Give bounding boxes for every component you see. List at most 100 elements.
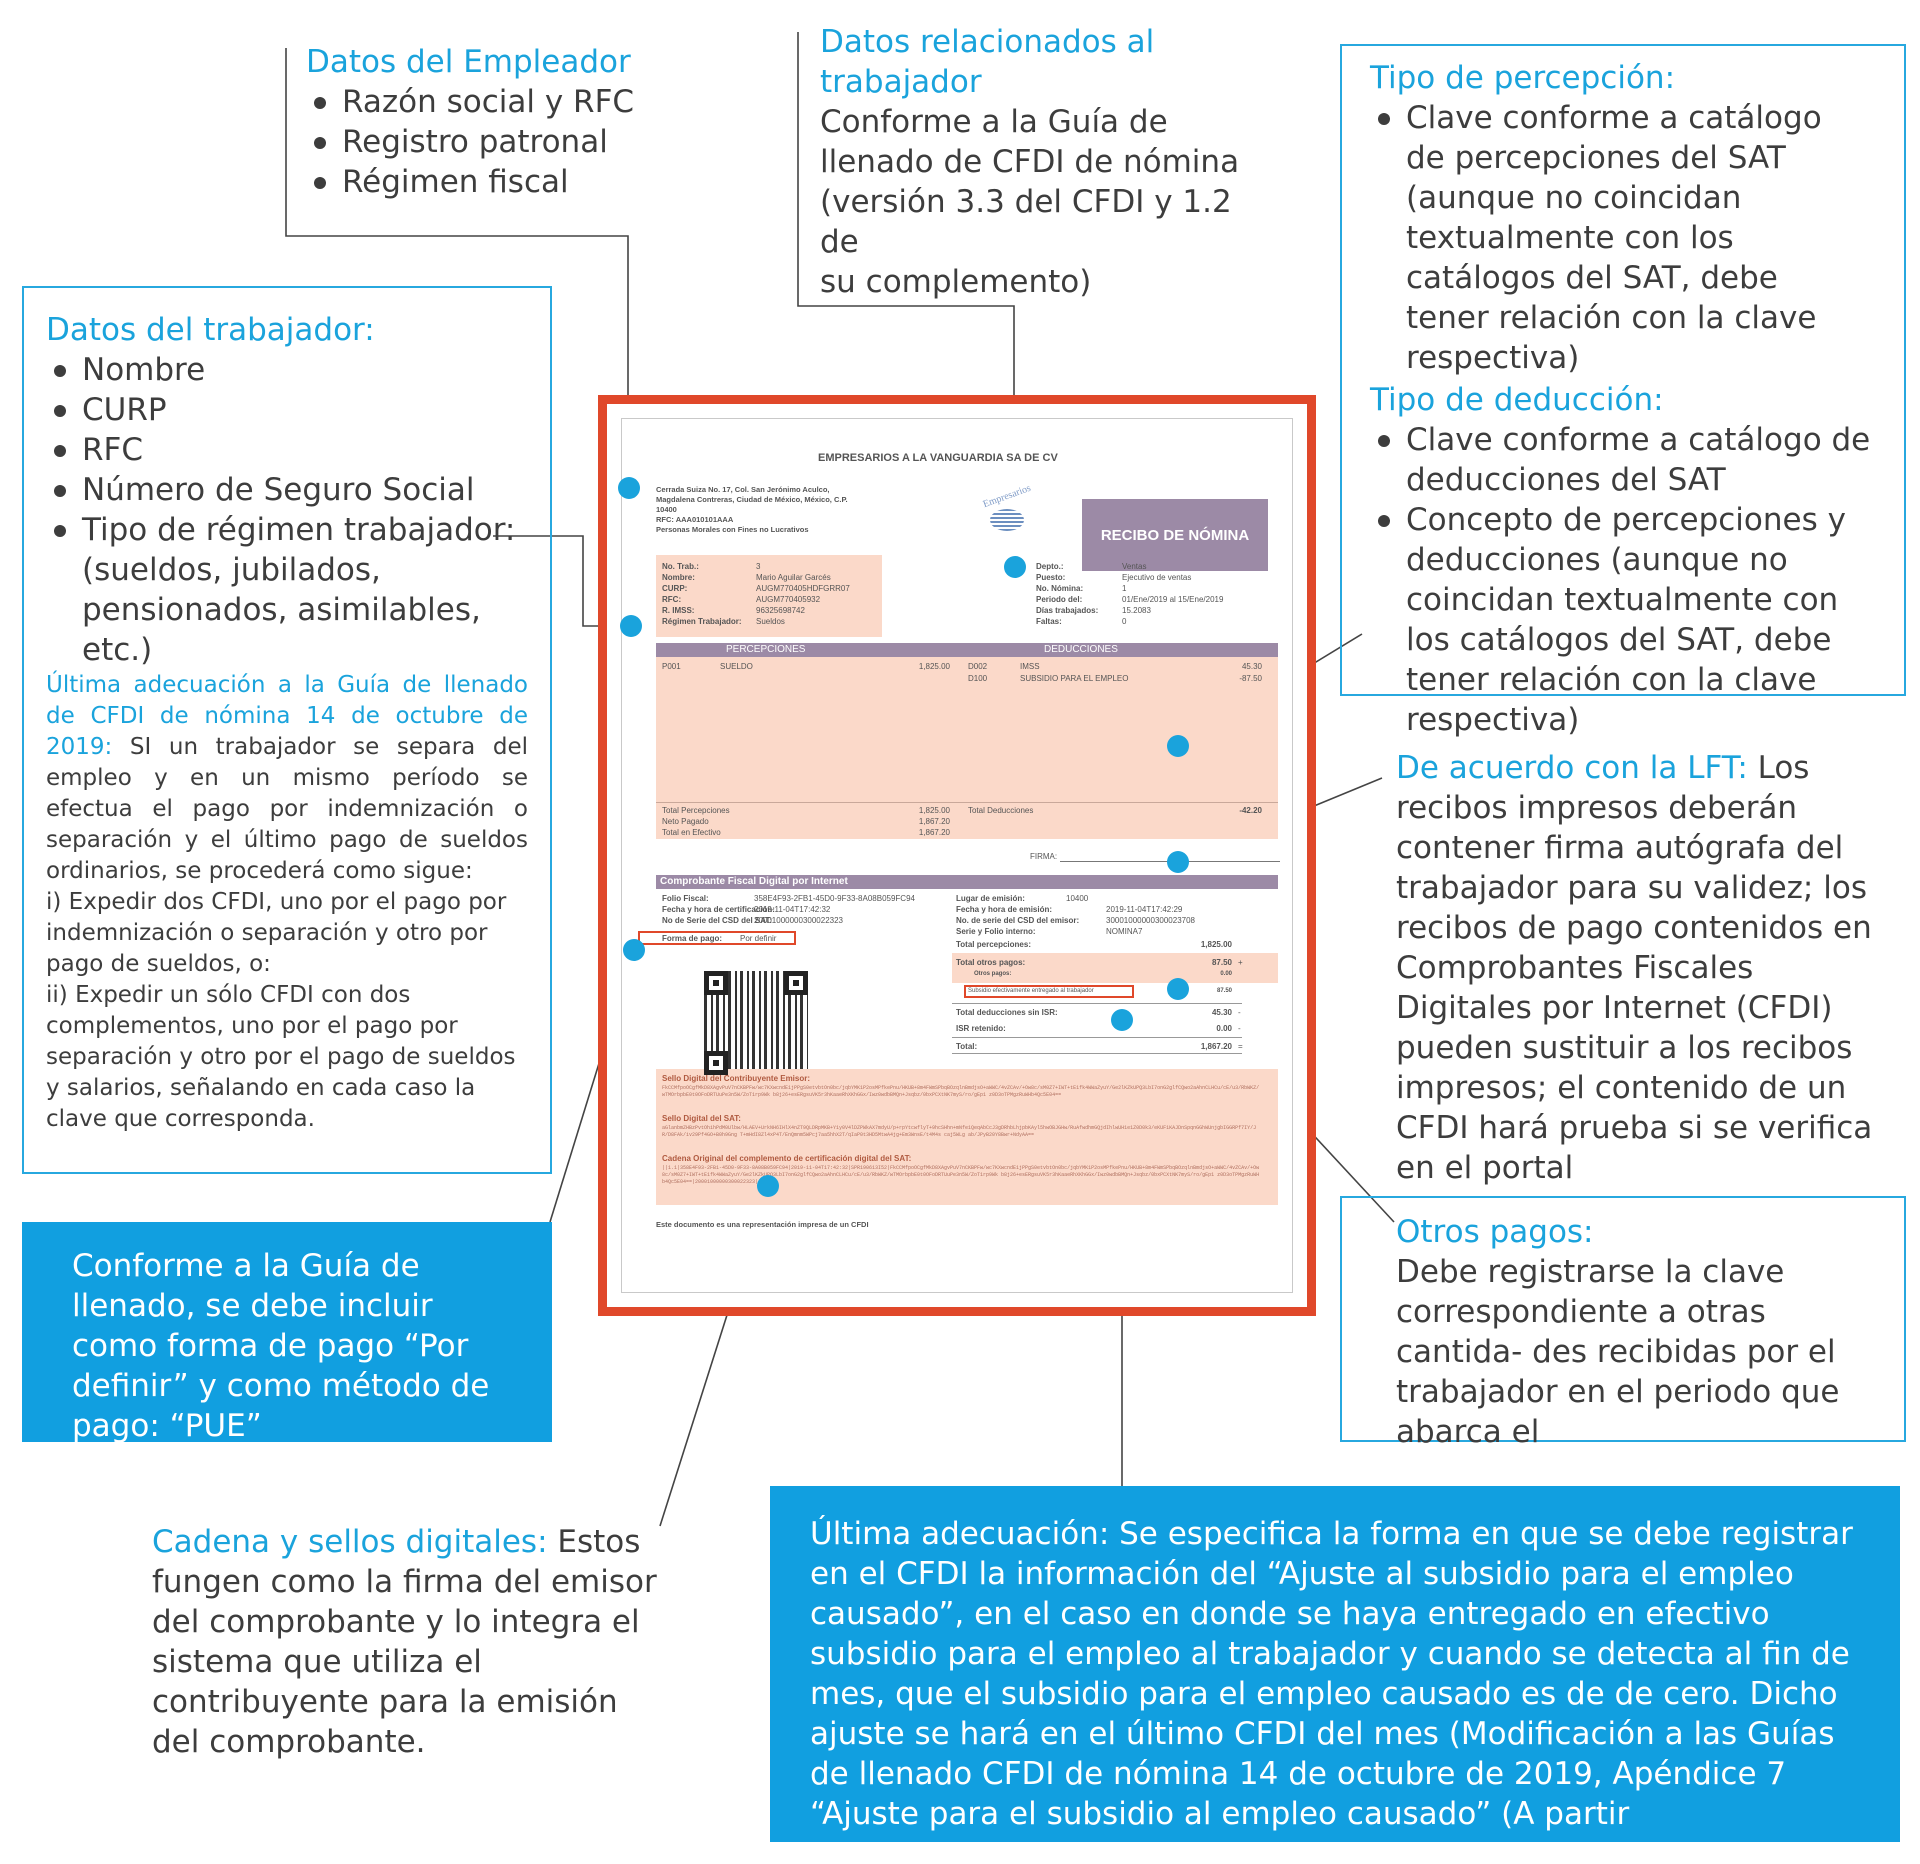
worker-value: 3 <box>756 562 761 571</box>
relacionados-line: llenado de CFDI de nómina <box>820 144 1240 180</box>
ded-row-amount: -87.50 <box>1239 674 1262 683</box>
cfdi-value: 30001000000300023708 <box>1106 916 1195 925</box>
marker-dot-empleador <box>618 477 640 499</box>
trabajador-item: RFC <box>46 430 526 470</box>
totals-value: 1,825.00 <box>918 806 950 815</box>
ded-row-concept: SUBSIDIO PARA EL EMPLEO <box>1020 674 1129 683</box>
logo-globe-icon <box>990 509 1024 531</box>
forma-pago-value: Por definir <box>740 934 777 943</box>
marker-dot-otros-pagos <box>1167 978 1189 1000</box>
sum-label: Otros pagos: <box>974 971 1012 977</box>
sum-label: ISR retenido: <box>956 1024 1006 1033</box>
empleador-item: Registro patronal <box>306 122 636 162</box>
job-value: Ejecutivo de ventas <box>1122 573 1192 582</box>
marker-dot-relacionados <box>1004 556 1026 578</box>
job-label: Puesto: <box>1036 573 1066 582</box>
worker-label: R. IMSS: <box>662 606 695 615</box>
sum-sign: + <box>1238 958 1243 967</box>
recibo-title-text: RECIBO DE NÓMINA <box>1100 527 1250 544</box>
cfdi-value: 2019-11-04T17:42:32 <box>754 905 831 914</box>
job-value: 1 <box>1122 584 1127 593</box>
job-values: Ventas Ejecutivo de ventas 1 01/Ene/2019… <box>1122 561 1223 627</box>
trabajador-item: Número de Seguro Social <box>46 470 526 510</box>
marker-dot-firma <box>1167 851 1189 873</box>
recibo-title: RECIBO DE NÓMINA <box>1082 499 1268 571</box>
trabajador-box <box>22 286 552 1174</box>
deduccion-list: Clave conforme a catálogo de deducciones… <box>1370 420 1890 740</box>
cfdi-left-labels: Folio Fiscal: Fecha y hora de certificac… <box>662 893 775 926</box>
otros-pagos-block: Otros pagos: Debe registrarse la clave c… <box>1396 1212 1876 1452</box>
ultima-adecuacion-text: Última adecuación: Se especifica la form… <box>810 1516 1853 1832</box>
job-label: No. Nómina: <box>1036 584 1084 593</box>
sum-divider <box>952 1037 1242 1038</box>
total-deducciones-label: Total Deducciones <box>968 806 1034 815</box>
worker-label: Nombre: <box>662 573 695 582</box>
trabajador-title: Datos del trabajador: <box>46 312 375 348</box>
sello-sat-label: Sello Digital del SAT: <box>662 1114 741 1123</box>
deducciones-header: DEDUCCIONES <box>1044 644 1118 655</box>
logo-text: Empresarios <box>981 482 1033 511</box>
cfdi-label: No de Serie del CSD del SAT: <box>662 916 773 925</box>
percepcion-list: Clave conforme a catálogo de percepcione… <box>1370 98 1870 378</box>
cfdi-label: Serie y Folio interno: <box>956 927 1036 936</box>
cfdi-value: 20001000000300022323 <box>754 916 843 925</box>
empleador-block: Datos del Empleador Razón social y RFC R… <box>306 42 636 202</box>
qr-finder <box>784 971 808 995</box>
lft-block: De acuerdo con la LFT: Los recibos impre… <box>1396 748 1876 1188</box>
relacionados-title-1: Datos relacionados al <box>820 24 1155 60</box>
totals-divider <box>656 802 1278 803</box>
sello-emisor-label: Sello Digital del Contribuyente Emisor: <box>662 1074 811 1083</box>
perc-row-concept: SUELDO <box>720 662 753 671</box>
perc-row-code: P001 <box>662 662 681 671</box>
marker-dot-regimen <box>620 615 642 637</box>
cadena-original-text: ||1.1|358E4F93-2FB1-45D0-9F33-8A08B059FC… <box>662 1165 1260 1185</box>
address-line: Magdalena Contreras, Ciudad de México, M… <box>656 495 848 504</box>
sum-value: 0.00 <box>1220 971 1232 977</box>
ded-row-amount: 45.30 <box>1241 662 1262 671</box>
cfdi-header: Comprobante Fiscal Digital por Internet <box>656 875 1278 889</box>
deduccion-item: Clave conforme a catálogo de deducciones… <box>1370 420 1890 500</box>
job-value: 0 <box>1122 617 1127 626</box>
deduccion-item: Concepto de percepciones y deducciones (… <box>1370 500 1890 740</box>
address-line: Personas Morales con Fines no Lucrativos <box>656 525 809 534</box>
ded-row-code: D100 <box>968 674 988 683</box>
forma-pago-note: Conforme a la Guía de llenado, se debe i… <box>72 1248 490 1444</box>
receipt-paper: EMPRESARIOS A LA VANGUARDIA SA DE CV Cer… <box>621 418 1293 1293</box>
ultima-guia-body: SI un trabajador se separa del empleo y … <box>46 734 528 884</box>
job-label: Periodo del: <box>1036 595 1083 604</box>
receipt-footer: Este documento es una representación imp… <box>656 1220 869 1229</box>
deduccion-block: Tipo de deducción: Clave conforme a catá… <box>1370 380 1890 740</box>
ultima-guia-option-i: i) Expedir dos CFDI, uno por el pago por… <box>46 889 507 977</box>
sum-value: 87.50 <box>1216 988 1232 994</box>
cfdi-right-labels: Lugar de emisión: Fecha y hora de emisió… <box>956 893 1079 937</box>
marker-dot-deduccion <box>1167 735 1189 757</box>
receipt-address: Cerrada Suiza No. 17, Col. San Jerónimo … <box>656 485 848 535</box>
cadena-body: Estos fungen como la firma del emisor de… <box>152 1524 657 1760</box>
job-value: Ventas <box>1122 562 1147 571</box>
totals-label: Total Percepciones <box>662 806 730 815</box>
relacionados-line: Conforme a la Guía de <box>820 104 1168 140</box>
worker-label: CURP: <box>662 584 688 593</box>
receipt-company: EMPRESARIOS A LA VANGUARDIA SA DE CV <box>818 452 1058 464</box>
ded-row-concept: IMSS <box>1020 662 1040 671</box>
percepciones-header: PERCEPCIONES <box>726 644 806 655</box>
cfdi-right-values: 10400 2019-11-04T17:42:29 30001000000300… <box>1066 893 1195 937</box>
worker-label: Régimen Trabajador: <box>662 617 742 626</box>
worker-label: RFC: <box>662 595 682 604</box>
trabajador-list: Nombre CURP RFC Número de Seguro Social … <box>46 350 526 670</box>
marker-dot-forma-pago <box>623 939 645 961</box>
ultima-guia-option-ii: ii) Expedir un sólo CFDI con dos complem… <box>46 982 516 1132</box>
cfdi-label: No. de serie del CSD del emisor: <box>956 916 1080 925</box>
forma-pago-highlight <box>638 931 796 945</box>
job-labels: Depto.: Puesto: No. Nómina: Periodo del:… <box>1036 561 1098 627</box>
empresarios-logo: Empresarios <box>976 483 1040 551</box>
job-label: Faltas: <box>1036 617 1062 626</box>
cfdi-value: 358E4F93-2FB1-45D0-9F33-8A08B059FC94 <box>754 894 915 903</box>
cfdi-header-text: Comprobante Fiscal Digital por Internet <box>660 876 848 887</box>
relacionados-line: (versión 3.3 del CFDI y 1.2 de <box>820 184 1232 260</box>
cfdi-value: 2019-11-04T17:42:29 <box>1106 905 1183 914</box>
sello-emisor-text: FkCCMfpoOCgfMkD8XAgvPuV7nCKBPFw/wc7KXwcn… <box>662 1085 1260 1098</box>
otros-pagos-title: Otros pagos: <box>1396 1214 1594 1250</box>
trabajador-item: Nombre <box>46 350 526 390</box>
otros-pagos-body: Debe registrarse la clave correspondient… <box>1396 1254 1840 1450</box>
